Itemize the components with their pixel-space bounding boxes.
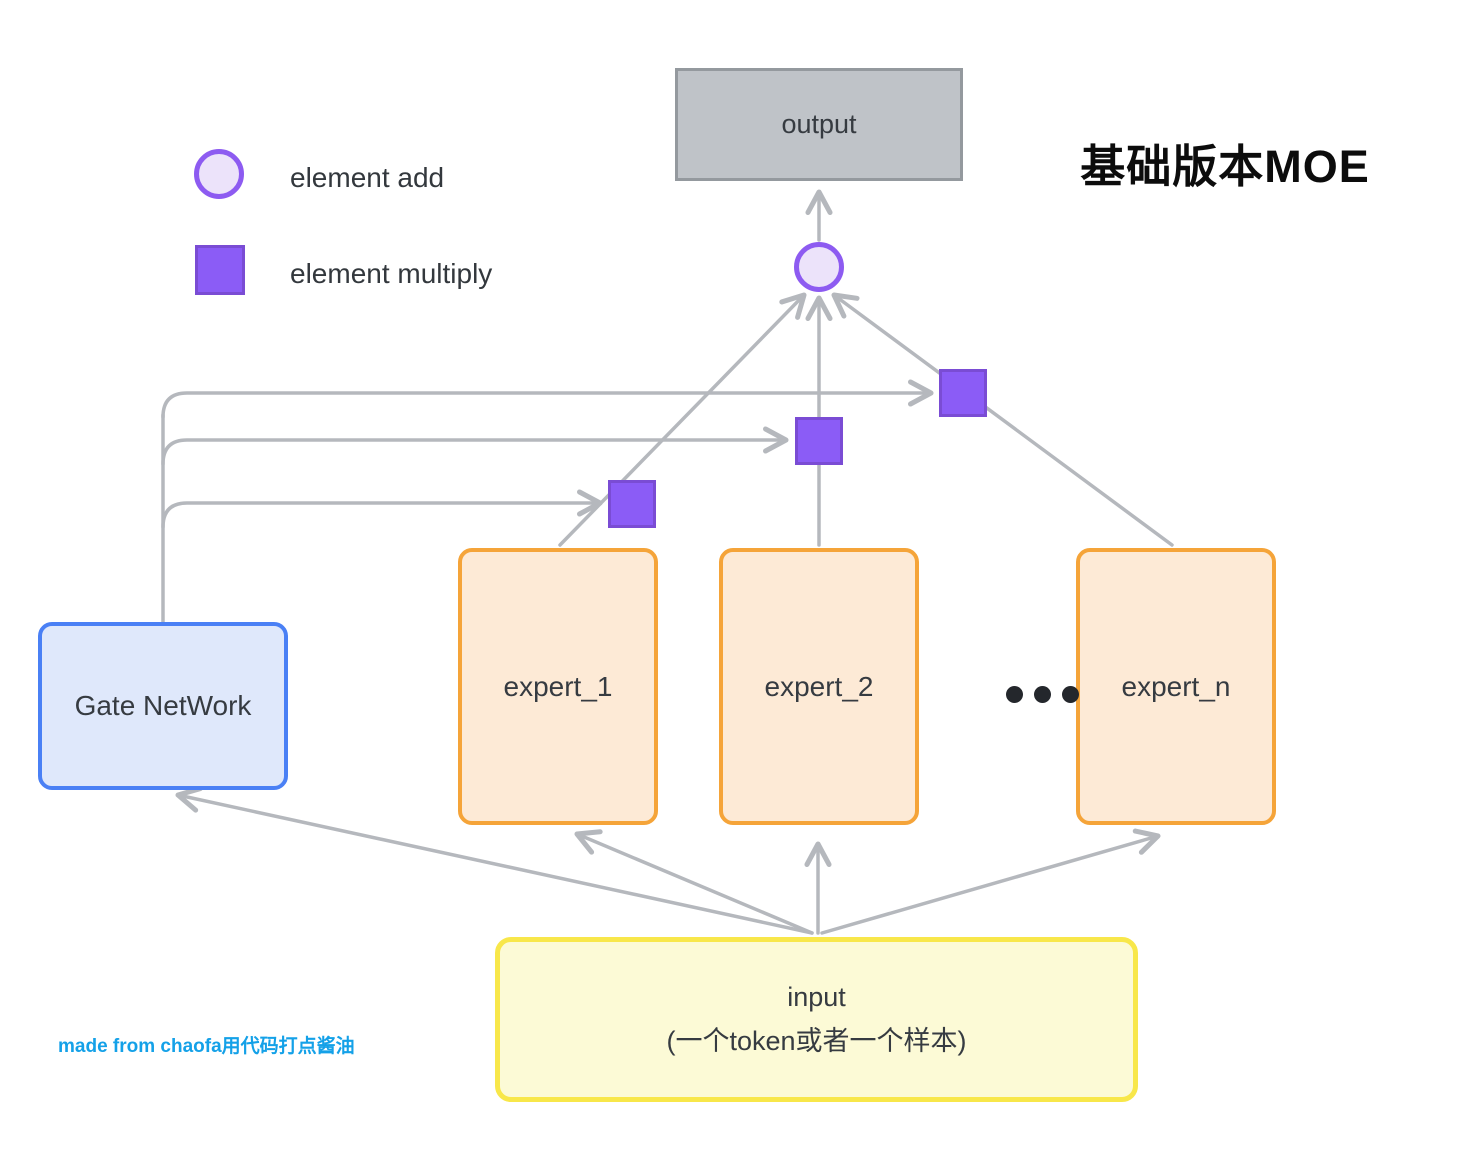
expert-n-label: expert_n <box>1121 670 1231 702</box>
gate-network-node: Gate NetWork <box>38 622 288 790</box>
input-node: input (一个token或者一个样本) <box>495 937 1138 1102</box>
ellipsis-dot <box>1034 686 1051 703</box>
expert-2-node: expert_2 <box>719 548 919 825</box>
input-label-line1: input <box>787 982 846 1013</box>
expert-2-label: expert_2 <box>764 670 874 702</box>
edge-input-to-expertn <box>820 828 1161 935</box>
element-multiply-node-2 <box>795 417 843 465</box>
edge-gate-to-mul2 <box>161 426 789 466</box>
output-label: output <box>781 109 857 139</box>
element-multiply-node-1 <box>608 480 656 528</box>
watermark-credit: made from chaofa用代码打点酱油 <box>58 1036 355 1057</box>
edge-expert1-to-add <box>558 292 807 547</box>
edge-input-to-gate <box>175 786 814 935</box>
edge-expertn-to-add <box>831 292 1174 547</box>
expert-1-label: expert_1 <box>503 670 613 702</box>
element-multiply-node-3 <box>939 369 987 417</box>
expert-1-node: expert_1 <box>458 548 658 825</box>
edge-input-to-expert1 <box>574 829 814 935</box>
output-node: output <box>675 68 963 181</box>
page-title: 基础版本MOE <box>1080 141 1370 192</box>
ellipsis-dot <box>1006 686 1023 703</box>
legend-add-icon <box>194 149 244 199</box>
element-add-node <box>794 242 844 292</box>
expert-n-node: expert_n <box>1076 548 1276 825</box>
edge-gate-to-mul1 <box>161 489 603 529</box>
legend-add-label: element add <box>290 162 445 193</box>
gate-network-label: Gate NetWork <box>74 690 252 721</box>
legend-multiply-label: element multiply <box>290 258 493 289</box>
ellipsis-dots <box>1006 686 1079 703</box>
legend-multiply-icon <box>195 245 245 295</box>
ellipsis-dot <box>1062 686 1079 703</box>
input-label-line2: (一个token或者一个样本) <box>666 1025 967 1056</box>
edge-gate-to-mul3 <box>161 379 934 419</box>
